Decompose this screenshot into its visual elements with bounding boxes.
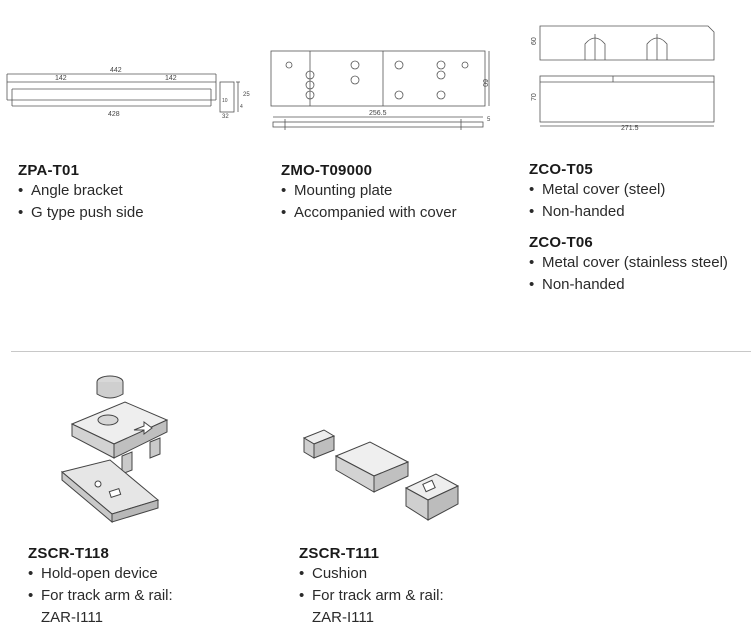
bullet-subline: ZAR-I111 xyxy=(312,609,374,626)
hold-open-device-image xyxy=(60,375,169,524)
dim-10: 10 xyxy=(222,98,228,104)
bullet-item: •Hold-open device xyxy=(28,565,158,582)
dim-4: 4 xyxy=(240,104,243,110)
bullet-item: •Accompanied with cover xyxy=(281,204,457,221)
dim-25: 25 xyxy=(243,92,250,98)
bullet-item: •Metal cover (steel) xyxy=(529,181,666,198)
product-zco-t05: ZCO-T05 •Metal cover (steel) •Non-handed xyxy=(529,161,665,223)
dim-70-cover: 70 xyxy=(531,93,538,101)
cushion-image xyxy=(302,429,460,521)
product-zmo-t09000: ZMO-T09000 •Mounting plate •Accompanied … xyxy=(281,162,457,224)
angle-bracket-drawing: 442 142 142 428 25 32 10 4 xyxy=(6,67,250,120)
section-divider xyxy=(11,351,751,352)
bullet-item: •Non-handed xyxy=(529,276,625,293)
dim-32: 32 xyxy=(222,114,229,120)
bullet-item: •Metal cover (stainless steel) xyxy=(529,254,728,271)
product-code: ZMO-T09000 xyxy=(281,162,373,179)
dim-428: 428 xyxy=(108,111,120,118)
dim-442: 442 xyxy=(110,67,122,74)
dim-142a: 142 xyxy=(55,75,67,82)
bullet-item: •Angle bracket xyxy=(18,182,123,199)
dim-60: 60 xyxy=(481,79,488,87)
bullet-item: •G type push side xyxy=(18,204,144,221)
dim-142b: 142 xyxy=(165,75,177,82)
bullet-item: •For track arm & rail: xyxy=(299,587,444,604)
bullet-subline: ZAR-I111 xyxy=(41,609,103,626)
bullet-item: •Non-handed xyxy=(529,203,625,220)
product-zscr-t111: ZSCR-T111 •Cushion •For track arm & rail… xyxy=(299,545,444,629)
product-zscr-t118: ZSCR-T118 •Hold-open device •For track a… xyxy=(28,545,173,629)
product-code: ZCO-T05 xyxy=(529,161,593,178)
dim-256-5: 256.5 xyxy=(369,110,387,117)
dim-5: 5 xyxy=(487,117,491,123)
dim-60-cover: 60 xyxy=(531,37,538,45)
mounting-plate-drawing: 60 256.5 5 xyxy=(270,50,491,130)
bullet-item: •Cushion xyxy=(299,565,368,582)
product-zpa-t01: ZPA-T01 •Angle bracket •G type push side xyxy=(18,162,144,224)
product-code: ZSCR-T111 xyxy=(299,545,380,562)
product-zco-t06: ZCO-T06 •Metal cover (stainless steel) •… xyxy=(529,234,728,296)
bullet-item: •Mounting plate xyxy=(281,182,393,199)
bullet-item: •For track arm & rail: xyxy=(28,587,173,604)
product-code: ZPA-T01 xyxy=(18,162,80,179)
product-code: ZSCR-T118 xyxy=(28,545,109,562)
metal-cover-drawing: 60 70 271.5 xyxy=(531,25,715,132)
dim-271-5: 271.5 xyxy=(621,125,639,132)
product-code: ZCO-T06 xyxy=(529,234,593,251)
